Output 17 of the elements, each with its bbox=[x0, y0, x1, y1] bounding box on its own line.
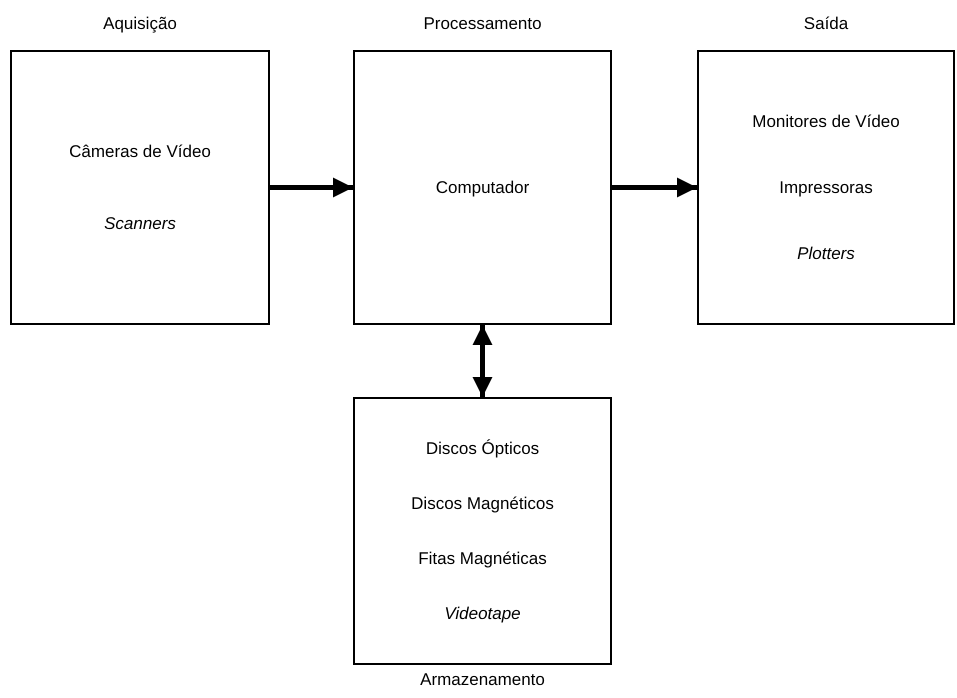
list-item: Monitores de Vídeo bbox=[752, 112, 900, 132]
arrow bbox=[270, 178, 353, 198]
list-item: Plotters bbox=[797, 244, 855, 264]
list-item: Impressoras bbox=[779, 178, 873, 198]
section-heading: Processamento bbox=[422, 14, 543, 34]
arrow bbox=[612, 178, 697, 198]
list-item: Videotape bbox=[444, 604, 521, 624]
list-item: Computador bbox=[436, 178, 530, 198]
list-item: Discos Ópticos bbox=[426, 438, 540, 458]
section-heading: Saída bbox=[802, 14, 850, 34]
section-heading: Armazenamento bbox=[419, 670, 546, 690]
section-heading: Aquisição bbox=[102, 14, 178, 34]
arrow bbox=[472, 325, 492, 397]
list-item: Discos Magnéticos bbox=[411, 494, 554, 514]
list-item: Scanners bbox=[104, 214, 176, 234]
list-item: Fitas Magnéticas bbox=[418, 548, 547, 568]
list-item: Câmeras de Vídeo bbox=[69, 142, 211, 162]
